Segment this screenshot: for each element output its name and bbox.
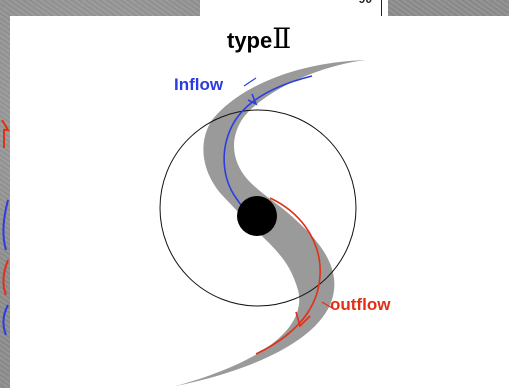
title-text: type <box>227 28 272 53</box>
inflow-label: Inflow <box>174 75 223 95</box>
inflow-leader <box>244 78 256 86</box>
diagram-title: typeⅡ <box>227 22 291 55</box>
title-numeral: Ⅱ <box>272 22 291 55</box>
outflow-label: outflow <box>330 295 390 315</box>
core-dot <box>237 196 277 236</box>
